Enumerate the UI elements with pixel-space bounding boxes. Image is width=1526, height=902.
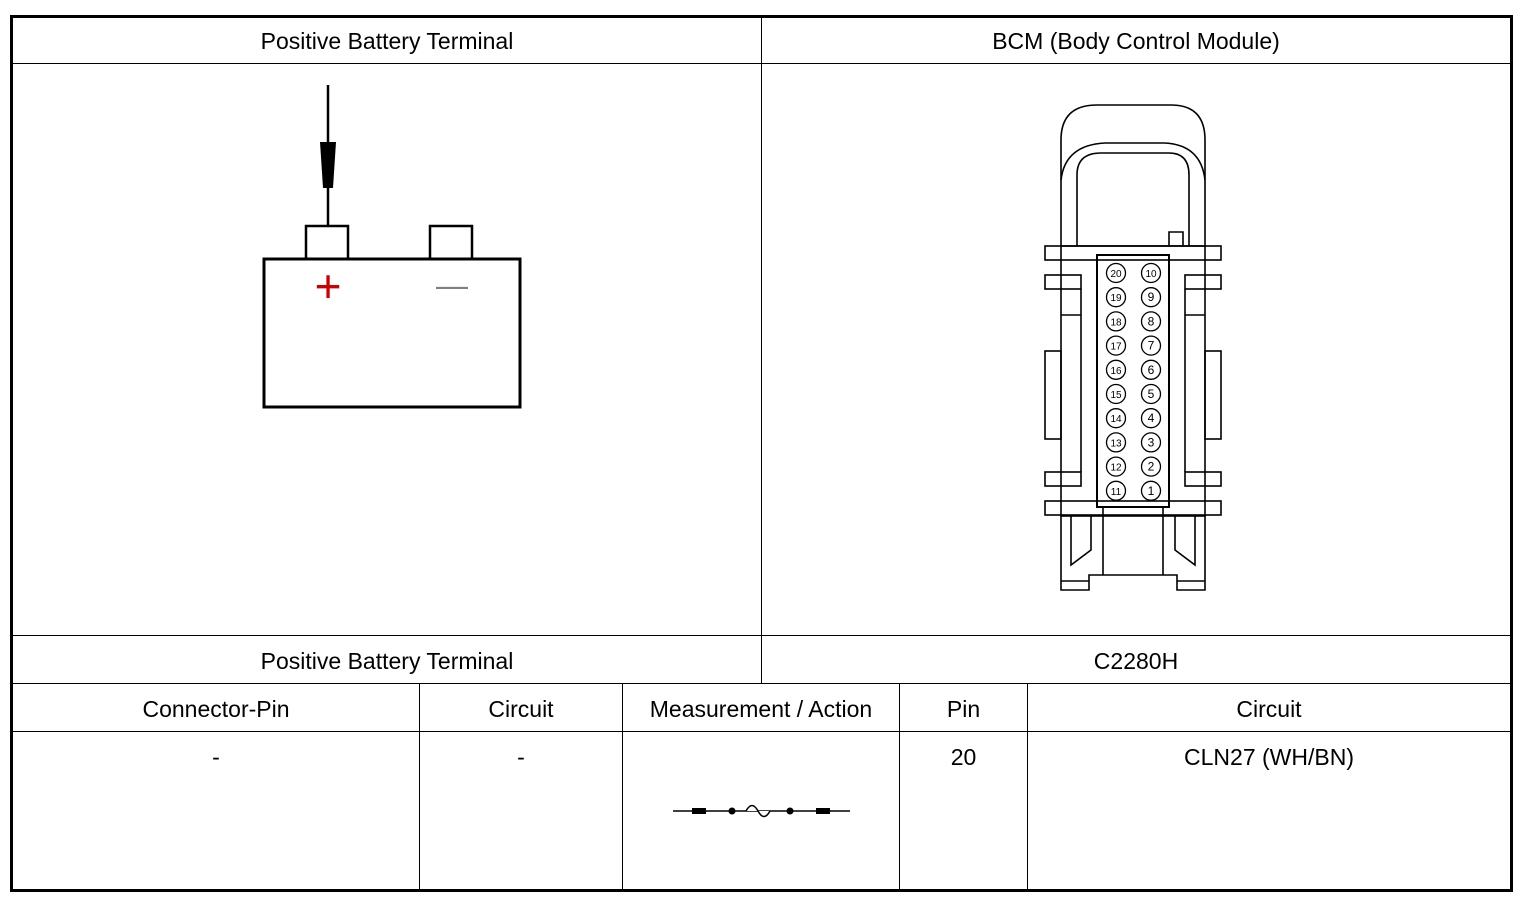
pin-number: 16 — [1110, 366, 1122, 377]
pin-cavity — [1105, 335, 1127, 356]
pin-number: 15 — [1110, 390, 1122, 401]
right-header: BCM (Body Control Module) — [992, 28, 1280, 54]
col-header-pin: Pin — [946, 696, 981, 722]
pin-cavity — [1105, 359, 1127, 380]
grid-line — [622, 683, 623, 889]
pin-cavity — [1140, 408, 1162, 429]
pin-number: 13 — [1110, 438, 1122, 449]
grid-line — [13, 731, 1510, 732]
pin-grid: 20 19 18 17 16 15 14 13 12 11 10 9 8 7 6 5 4 3 2 1 — [1105, 262, 1162, 501]
pin-number: 10 — [1145, 269, 1157, 280]
pin-cavity — [1140, 287, 1162, 308]
pin-cavity — [1105, 262, 1127, 284]
pin-number: 18 — [1110, 317, 1122, 328]
pin-number: 20 — [1110, 269, 1122, 280]
grid-line — [1027, 683, 1028, 889]
col-header-circuit-2: Circuit — [1236, 696, 1302, 722]
grid-line — [761, 18, 762, 683]
pin-cavity — [1105, 408, 1127, 429]
pin-number: 6 — [1148, 363, 1155, 377]
pin-number: 19 — [1110, 293, 1122, 304]
pin-cavity — [1140, 383, 1162, 405]
grid-line — [899, 683, 900, 889]
grid-line — [13, 683, 1510, 684]
pin-number: 17 — [1110, 342, 1122, 353]
pin-number: 1 — [1148, 484, 1155, 498]
pin-number: 2 — [1148, 460, 1155, 474]
minus-symbol: — — [436, 267, 468, 303]
cell-pin: 20 — [950, 744, 977, 770]
bcm-connector-diagram: 20 19 18 17 16 15 14 13 12 11 10 9 8 7 6 5 4 3 2 1 — [1044, 104, 1222, 591]
pin-number: 4 — [1148, 411, 1155, 425]
pin-cavity — [1105, 456, 1127, 477]
cell-circuit-2: CLN27 (WH/BN) — [1184, 744, 1354, 770]
diagram-frame — [10, 15, 1513, 892]
pin-number: 9 — [1148, 290, 1155, 304]
connector-housing — [1044, 104, 1222, 591]
cell-connector-pin: - — [212, 744, 220, 770]
grid-line — [419, 683, 420, 889]
positive-post — [304, 224, 350, 261]
fuse-measurement-icon — [673, 804, 850, 818]
pin-cavity — [1105, 432, 1127, 453]
col-header-measurement: Measurement / Action — [649, 696, 873, 722]
pin-cavity — [1140, 311, 1162, 332]
pin-cavity — [1140, 335, 1162, 356]
left-header: Positive Battery Terminal — [260, 28, 514, 54]
pin-cavity — [1140, 456, 1162, 477]
col-header-circuit: Circuit — [488, 696, 554, 722]
pin-number: 3 — [1148, 435, 1155, 449]
pin-number: 14 — [1110, 414, 1122, 425]
col-header-connector-pin: Connector-Pin — [142, 696, 290, 722]
pin-cavity — [1105, 287, 1127, 308]
pin-number: 12 — [1110, 463, 1122, 474]
pin-cavity — [1105, 480, 1127, 501]
connector-id: C2280H — [1093, 648, 1179, 674]
pin-cavity — [1105, 311, 1127, 332]
battery-body — [262, 257, 522, 409]
pin-number: 8 — [1148, 314, 1155, 328]
cell-circuit: - — [517, 744, 525, 770]
pin-number: 7 — [1148, 339, 1155, 353]
pin-cavity — [1140, 359, 1162, 380]
plus-symbol: + — [315, 260, 342, 312]
left-caption: Positive Battery Terminal — [260, 648, 514, 674]
pin-cavity — [1140, 480, 1162, 501]
negative-post — [428, 224, 474, 261]
battery-diagram: + — — [262, 85, 522, 409]
pin-cavity — [1105, 383, 1127, 405]
test-probe-icon — [320, 85, 336, 226]
pin-cavity — [1140, 262, 1162, 284]
pin-number: 11 — [1111, 487, 1122, 498]
pin-cavity — [1140, 432, 1162, 453]
pin-number: 5 — [1148, 387, 1155, 401]
